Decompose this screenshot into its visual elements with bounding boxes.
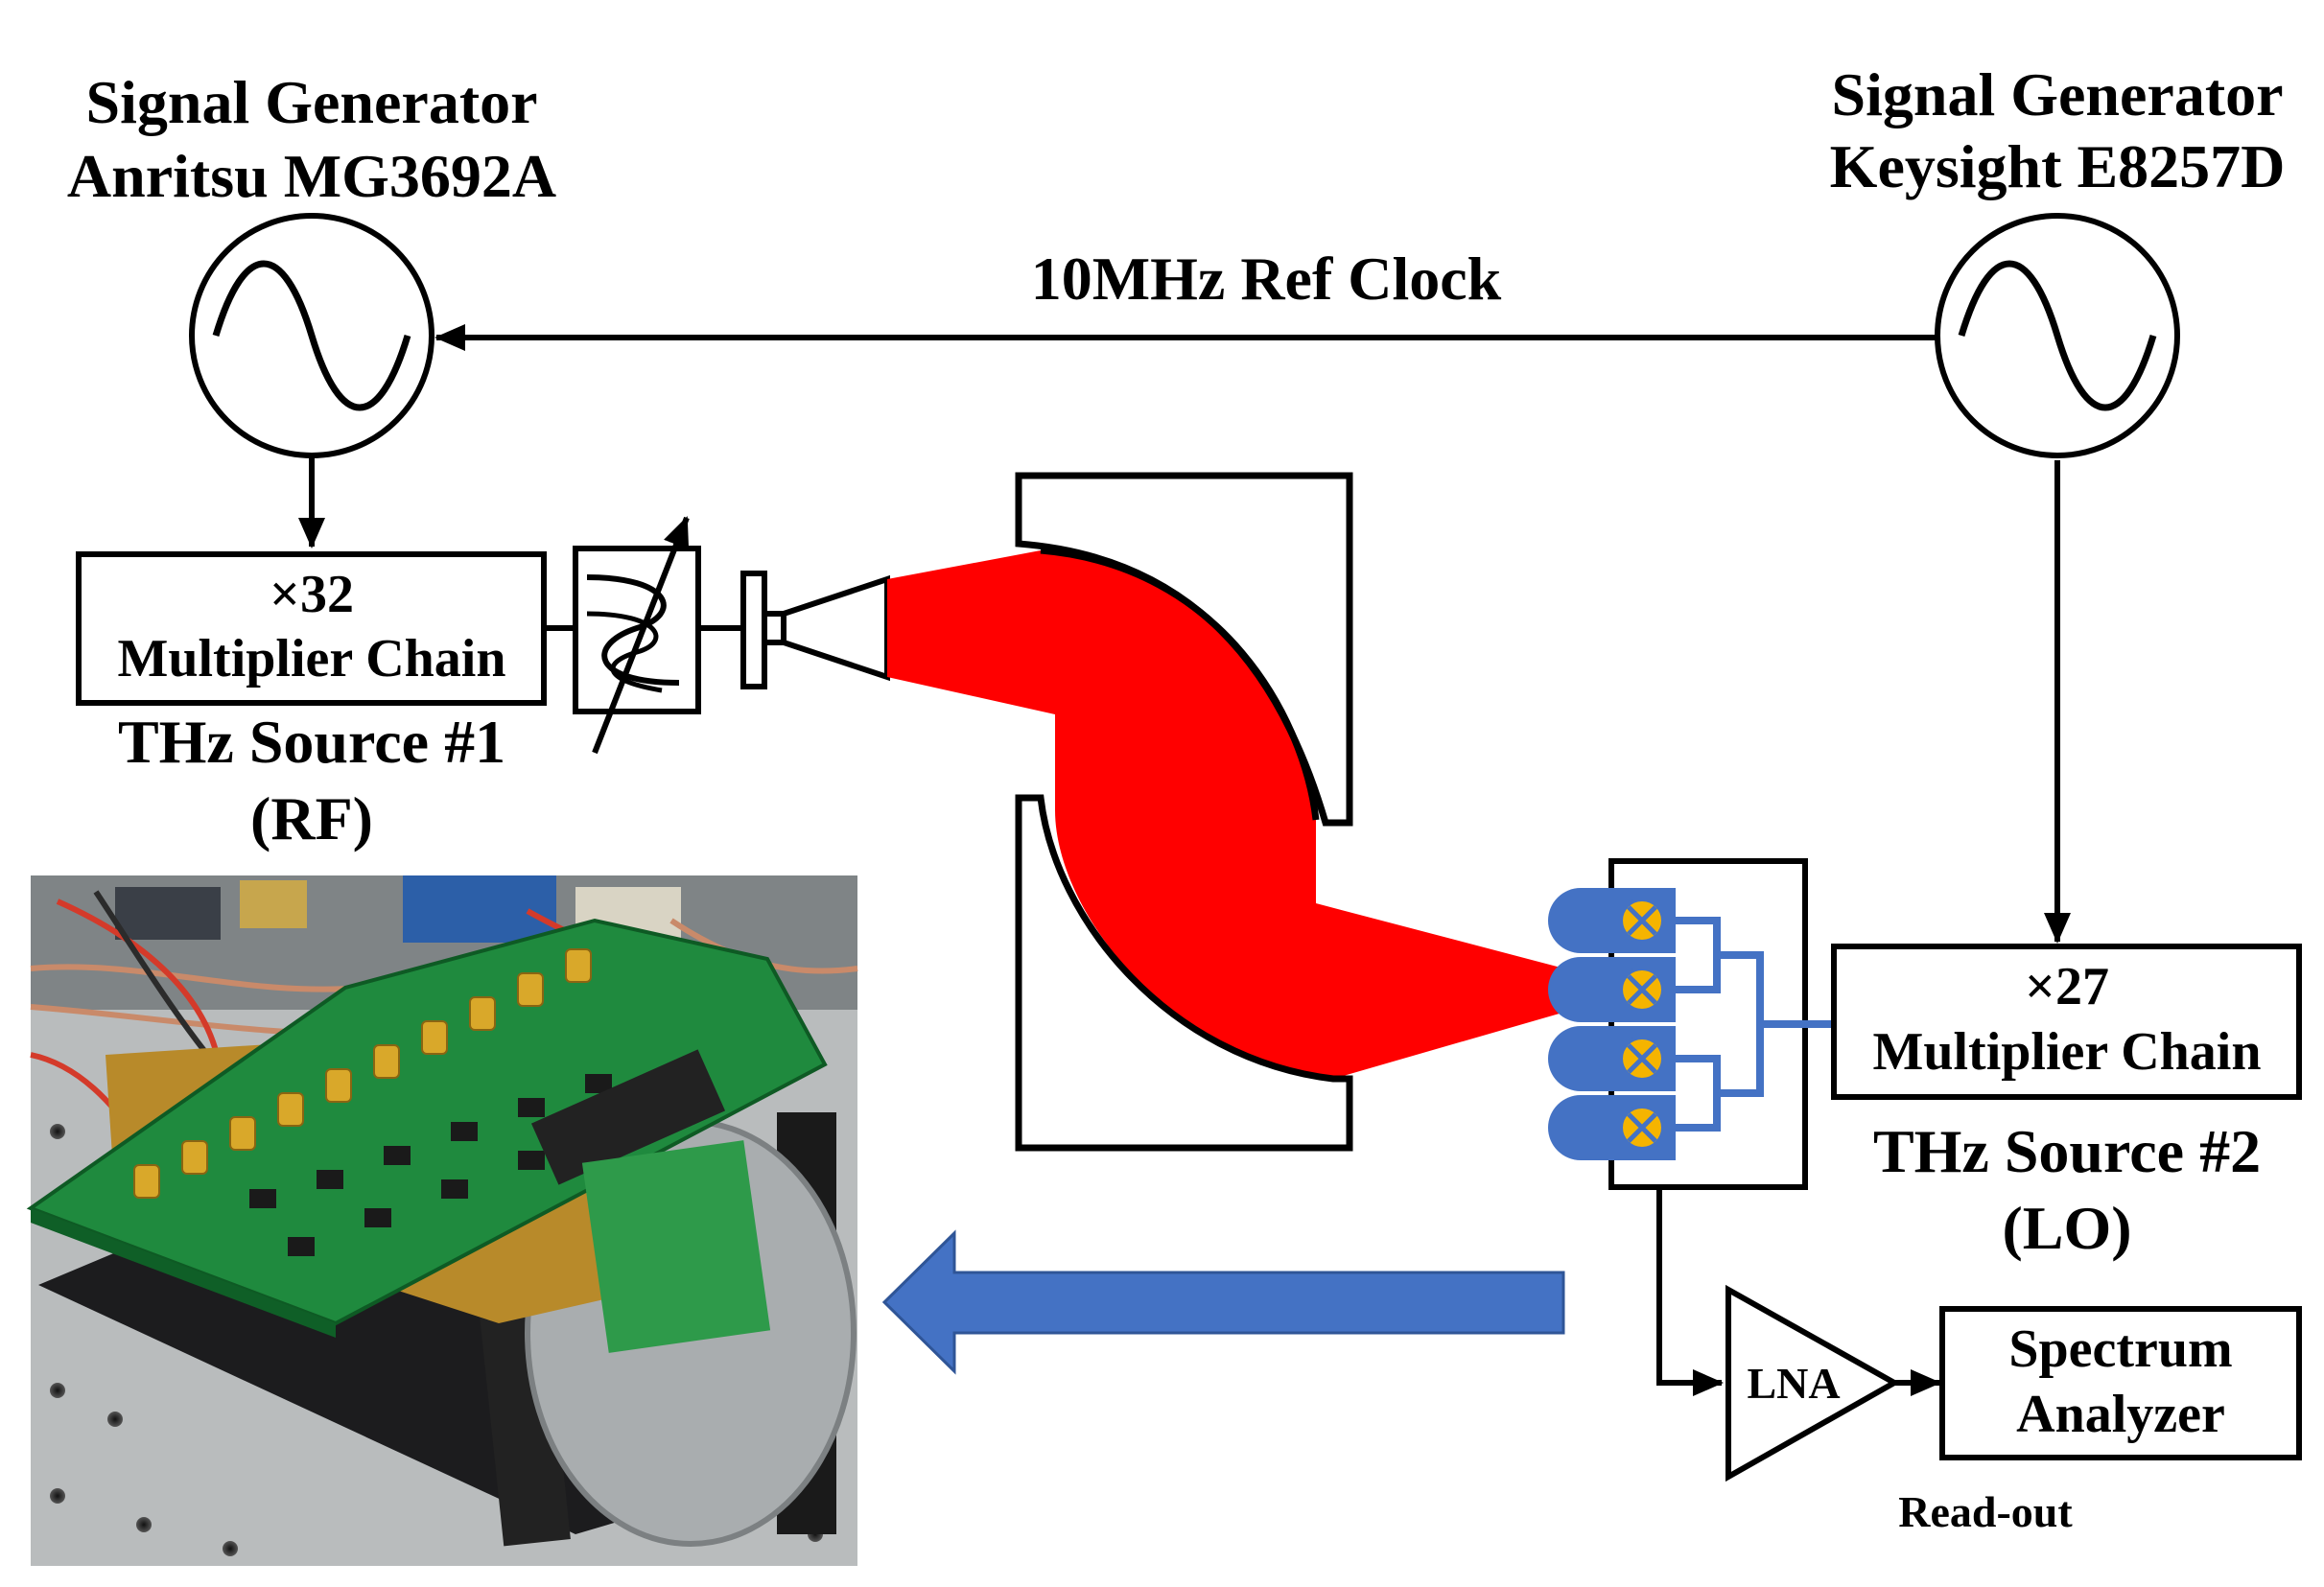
multiplier-chain-1-box: [76, 551, 547, 706]
generator-right-model: Keysight E8257D: [1830, 132, 2286, 200]
spectrum-analyzer-line2: Analyzer: [2016, 1385, 2225, 1444]
waveguide-flange: [740, 571, 767, 689]
spectrum-analyzer-box: [1939, 1306, 2302, 1460]
sma-connectors: [133, 948, 592, 1199]
lna-amplifier: [1725, 1284, 1901, 1482]
readout-label: Read-out: [1898, 1487, 2073, 1536]
if-output-line: [1656, 1187, 1724, 1396]
multiplier-2-factor: ×27: [2025, 957, 2109, 1016]
signal-generator-left-icon: [189, 213, 434, 458]
lna-label: LNA: [1747, 1359, 1840, 1408]
spectrum-analyzer-line1: Spectrum: [2008, 1319, 2232, 1379]
generator-left-model: Anritsu MG3692A: [67, 142, 556, 210]
source-2-role: (LO): [2002, 1194, 2131, 1262]
photo-pointer-arrow: [881, 1229, 1565, 1375]
source-1-role: (RF): [250, 784, 373, 852]
mixer-pixel-3: [1548, 1026, 1676, 1091]
thz-beam: [887, 550, 1583, 1079]
ref-clock-label: 10MHz Ref Clock: [1031, 245, 1502, 313]
generator-right-title: Signal Generator: [1831, 60, 2283, 128]
variable-attenuator-icon: [573, 516, 701, 755]
source-2-name: THz Source #2: [1873, 1117, 2261, 1185]
generator-left-title: Signal Generator: [85, 68, 537, 136]
multiplier-chain-2-box: [1831, 944, 2302, 1100]
source-1-name: THz Source #1: [118, 708, 505, 776]
hardware-photo: [26, 875, 858, 1566]
mixer-pixel-4: [1548, 1095, 1676, 1160]
multiplier-1-factor: ×32: [270, 565, 354, 624]
horn-antenna-icon: [781, 574, 890, 682]
multiplier-2-label: Multiplier Chain: [1872, 1022, 2261, 1082]
signal-generator-right-icon: [1935, 213, 2180, 458]
mixer-pixel-2: [1548, 957, 1676, 1022]
mixer-pixel-1: [1548, 888, 1676, 953]
lo-distribution-network: [1676, 917, 1834, 1132]
multiplier-1-label: Multiplier Chain: [117, 629, 505, 688]
mixer-array: [1548, 888, 1834, 1160]
parabolic-mirror-lower: [1015, 794, 1353, 1152]
parabolic-mirror-upper: [1015, 472, 1353, 827]
